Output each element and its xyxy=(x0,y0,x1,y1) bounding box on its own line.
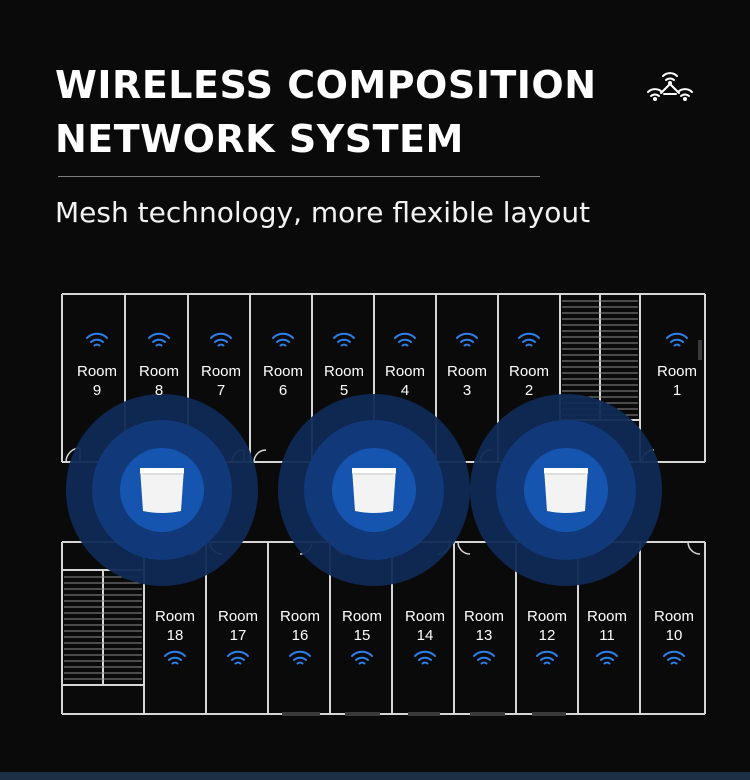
room-word: Room xyxy=(76,363,117,380)
room-word: Room xyxy=(262,363,303,380)
wifi-signal-icon xyxy=(663,650,685,665)
room-word: Room xyxy=(341,608,382,625)
wifi-signal-icon xyxy=(272,332,294,347)
room-number: 18 xyxy=(166,627,184,644)
window-marks xyxy=(282,340,702,716)
room-number: 5 xyxy=(339,382,349,399)
room-number: 16 xyxy=(291,627,309,644)
wifi-signal-icon xyxy=(456,332,478,347)
room-number: 15 xyxy=(353,627,371,644)
wifi-signal-icon xyxy=(148,332,170,347)
room-word: Room xyxy=(323,363,364,380)
mesh-router-icon xyxy=(544,468,588,513)
wifi-signal-icon xyxy=(210,332,232,347)
room-word: Room xyxy=(446,363,487,380)
room-word: Room xyxy=(656,363,697,380)
room-word: Room xyxy=(384,363,425,380)
mesh-network-icon xyxy=(647,72,693,101)
wifi-signal-icon xyxy=(164,650,186,665)
bottom-accent-bar xyxy=(0,772,750,780)
room-word: Room xyxy=(653,608,694,625)
room-label: Room 14 xyxy=(393,607,457,645)
room-number: 4 xyxy=(400,382,410,399)
room-number: 12 xyxy=(538,627,556,644)
title-line-1: WIRELESS COMPOSITION xyxy=(55,63,597,107)
wifi-signal-icon xyxy=(333,332,355,347)
room-word: Room xyxy=(463,608,504,625)
mesh-router-icon xyxy=(140,468,184,513)
stairs-bottom xyxy=(64,572,142,683)
room-number: 1 xyxy=(672,382,682,399)
room-word: Room xyxy=(526,608,567,625)
title-divider xyxy=(58,176,540,177)
room-label: Room 11 xyxy=(575,607,639,645)
room-number: 9 xyxy=(92,382,102,399)
room-label: Room 16 xyxy=(268,607,332,645)
room-number: 7 xyxy=(216,382,226,399)
room-word: Room xyxy=(404,608,445,625)
wifi-signal-icon xyxy=(518,332,540,347)
wifi-signal-icon xyxy=(414,650,436,665)
room-number: 11 xyxy=(599,627,615,644)
outer-wall xyxy=(61,293,706,715)
room-label: Room 5 xyxy=(312,362,376,400)
wifi-signal-icon xyxy=(351,650,373,665)
title-line-2: NETWORK SYSTEM xyxy=(55,117,464,161)
room-word: Room xyxy=(508,363,549,380)
room-number: 8 xyxy=(154,382,164,399)
room-number: 3 xyxy=(462,382,472,399)
room-label: Room 4 xyxy=(373,362,437,400)
room-label: Room 3 xyxy=(435,362,499,400)
subtitle: Mesh technology, more flexible layout xyxy=(55,196,591,229)
room-word: Room xyxy=(138,363,179,380)
room-label: Room 8 xyxy=(127,362,191,400)
room-label: Room 10 xyxy=(642,607,706,645)
room-label: Room 15 xyxy=(330,607,394,645)
room-number: 14 xyxy=(416,627,434,644)
room-label: Room 18 xyxy=(143,607,207,645)
room-label: Room 12 xyxy=(515,607,579,645)
room-label: Room 17 xyxy=(206,607,270,645)
room-word: Room xyxy=(200,363,241,380)
room-label: Room 9 xyxy=(65,362,129,400)
wifi-signal-icon xyxy=(289,650,311,665)
room-label: Room 2 xyxy=(497,362,561,400)
room-word: Room xyxy=(154,608,195,625)
room-number: 13 xyxy=(475,627,493,644)
room-number: 2 xyxy=(524,382,534,399)
room-label: Room 13 xyxy=(452,607,516,645)
wifi-signal-icon xyxy=(666,332,688,347)
mesh-router-icon xyxy=(352,468,396,513)
room-label: Room 1 xyxy=(645,362,709,400)
floor-plan xyxy=(61,293,706,716)
room-word: Room xyxy=(217,608,258,625)
room-number: 10 xyxy=(665,627,683,644)
room-label: Room 7 xyxy=(189,362,253,400)
wifi-signal-icon xyxy=(227,650,249,665)
room-word: Room xyxy=(279,608,320,625)
page-title: WIRELESS COMPOSITION NETWORK SYSTEM xyxy=(55,58,597,166)
room-word: Room xyxy=(586,608,627,625)
room-number: 17 xyxy=(229,627,247,644)
room-label: Room 6 xyxy=(251,362,315,400)
room-number: 6 xyxy=(278,382,288,399)
wifi-signal-icon xyxy=(596,650,618,665)
wifi-signal-icon xyxy=(394,332,416,347)
wifi-signal-icon xyxy=(536,650,558,665)
wifi-signal-icon xyxy=(86,332,108,347)
wifi-signal-icon xyxy=(473,650,495,665)
